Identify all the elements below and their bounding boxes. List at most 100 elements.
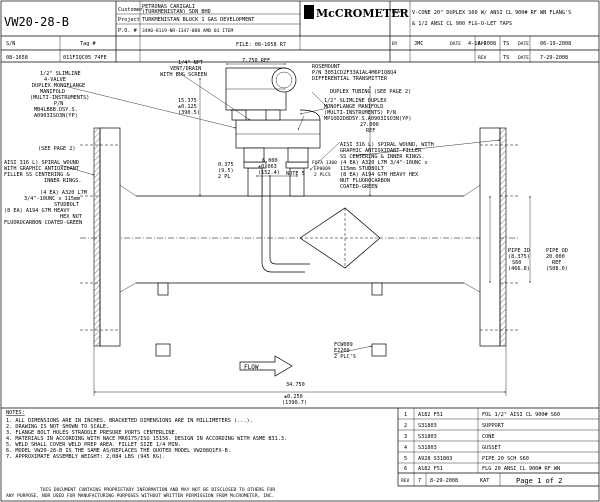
callout-line: AISI 316 L) SPIRAL WOUND, WITH <box>340 142 434 148</box>
project-name: TURKMENISTAN BLOCK 1 GAS DEVELOPMENT <box>142 17 254 23</box>
dim-text: (466.8) <box>508 266 530 272</box>
callout-line: FOTA 1300 <box>312 160 337 166</box>
callout-line: VENT/DRAIN <box>170 66 201 72</box>
dim-text: (508.0) <box>546 266 568 272</box>
callout-line: AISI 316 L) SPIRAL WOUND <box>4 160 79 166</box>
tag-value: 011FIQC05 74FE <box>63 55 107 61</box>
by-value: JMC <box>414 41 423 47</box>
callout-line: (MULTI-INSTRUMENTS) <box>30 95 89 101</box>
customer-line1: PETRONAS CARIGALI <box>142 4 195 10</box>
logo-mark <box>304 5 314 19</box>
note-item: 4. MATERIALS IN ACCORDING WITH NACE MR01… <box>6 436 287 442</box>
dim-text: 27.000 <box>360 122 379 128</box>
dim-text: PIPE ID <box>508 248 530 254</box>
sn-label: S/N <box>6 41 15 47</box>
callout-line: A0903ISO3N(YP) <box>34 113 78 119</box>
bottom-support-left <box>155 343 171 357</box>
rev-row-number: 7 <box>418 478 421 484</box>
callout-line: FILLER SS CENTERING & <box>4 172 70 178</box>
dim-text: ±0.250 <box>284 394 303 400</box>
bottom-boss-right <box>371 282 383 296</box>
callout-line: STUDBOLT <box>54 202 79 208</box>
tag-label: Tag # <box>80 41 96 47</box>
dim-text: PIPE OD <box>546 248 568 254</box>
desc-line1: V-CONE 20" DUPLEX S60 W/ ANSI CL 900# RF… <box>412 10 571 16</box>
app-label: APP <box>478 41 487 47</box>
dim-text: 20.000 <box>546 254 565 260</box>
dim-text: 34.750 <box>286 382 305 388</box>
footer-line: THIS DOCUMENT CONTAINS PROPRIETARY INFOR… <box>40 487 275 493</box>
callout-slimline-4valve: 1/2" SLIMLINE 4-VALVE DUPLEX MONOFLANGE … <box>30 71 89 119</box>
material-spec: A182 F51 <box>418 412 443 418</box>
app-date-value: 06-19-2008 <box>540 41 571 47</box>
callout-slimline-2valve: 1/2" SLIMLINE DUPLEX MONOFLANGE MANIFOLD… <box>324 98 411 122</box>
date-label: DATE <box>450 41 461 47</box>
dim-text: 15.375 <box>178 98 197 104</box>
callout-fota: FOTA 1300 EP8009 2 PLCS <box>312 160 337 178</box>
material-mark: 2 <box>404 423 407 429</box>
meter-assembly-drawing: FLOW <box>59 63 531 396</box>
dim-text: (9.5) <box>218 168 234 174</box>
note-item: 6. MODEL VW20-28-B IS THE SAME AS/REPLAC… <box>6 448 231 454</box>
proprietary-footer: THIS DOCUMENT CONTAINS PROPRIETARY INFOR… <box>6 487 275 499</box>
callout-line: 2 PLC'S <box>334 354 356 360</box>
dim-6000-text: 6.000 ±0.063 (152.4) <box>258 158 280 176</box>
callout-line: INNER RINGS. <box>44 178 81 184</box>
date-value: 4-16-2008 <box>468 41 496 47</box>
callout-line: MANIFOLD <box>40 89 65 95</box>
customer-label: Customer <box>118 7 143 13</box>
note-item: 3. FLANGE BOLT HOLES STRADDLE PRESURE PO… <box>6 430 178 436</box>
materials-table: 1 A182 F51 FOL 1/2" AISI CL 900# S60 2 S… <box>397 408 599 486</box>
callout-fcw: FCW009 E2209 2 PLC'S <box>334 342 356 360</box>
rev-label: REV <box>478 55 487 61</box>
revision-row: REV 7 8-29-2008 KAT Page 1 of 2 <box>398 473 599 487</box>
dim-text: S60 <box>512 260 521 266</box>
logo-text: McCROMETER <box>316 7 409 20</box>
dim-text: 6.000 <box>262 158 278 164</box>
callout-line: NUT FLUOROCARBON <box>340 178 390 184</box>
po-number: 3490-8119-NR-1347-088 AMD 01 ITEM <box>142 28 234 34</box>
material-desc: GUSSET <box>482 445 501 451</box>
callout-line: DIFFERENTIAL TRANSMITTER <box>312 76 388 82</box>
project-label: Project <box>118 17 140 23</box>
callout-vent-drain: 1/4" NPT VENT/DRAIN WITH BUG SCREEN <box>160 60 207 78</box>
callout-line: FCW009 <box>334 342 353 348</box>
right-gasket <box>499 127 507 347</box>
material-mark: 1 <box>404 412 407 418</box>
rev-date-label: DATE <box>518 55 529 61</box>
rev-row-by: KAT <box>480 478 489 484</box>
material-mark: 4 <box>404 445 407 451</box>
po-label: P.O. # <box>118 28 138 34</box>
callout-line: ROSEMOUNT <box>312 64 340 70</box>
callout-line: P/N <box>54 101 63 107</box>
dim-7750-text: 7.750 REF <box>242 58 270 64</box>
left-gasket <box>93 127 101 347</box>
callout-line: 1/2" SLIMLINE <box>40 71 81 77</box>
material-desc: CONE <box>482 434 495 440</box>
dim-text: REF <box>552 260 561 266</box>
left-flange <box>99 127 121 347</box>
material-desc: FLG 20 ANSI CL 900# RF WN <box>482 466 560 472</box>
customer-line2: (TURKMENISTAN) SDN BHD <box>142 9 211 15</box>
desc-label: DESC <box>392 9 403 15</box>
callout-line: GRAPHIC ANTIOXIDANT FILLER <box>340 148 422 154</box>
callout-line: (8 EA) A194 G7M HEAVY HEX <box>340 172 419 178</box>
note-item: 1. ALL DIMENSIONS ARE IN INCHES. BRACKET… <box>6 418 253 424</box>
note-item: 7. APPROXIMATE ASSEMBLY WEIGHT: 2,084 LB… <box>6 454 165 460</box>
callout-line: (4 EA) A320 L7M 3/4"-10UNC x <box>340 160 427 166</box>
dim-text: REF <box>366 128 375 134</box>
dim-text: (152.4) <box>258 170 280 176</box>
dim-text: ±0.125 <box>178 104 197 110</box>
flow-label: FLOW <box>244 364 259 371</box>
dim-15375-text: 15.375 ±0.125 (390.5) <box>178 98 200 116</box>
material-mark: 3 <box>404 434 407 440</box>
desc-line2: & 1/2 ANSI CL 900 FLG-O-LET TAPS <box>412 21 512 27</box>
by-label: BY <box>392 41 398 47</box>
dim-text: (1390.7) <box>282 400 307 406</box>
callout-line: (8 EA) A194 G7M HEAVY <box>4 208 70 214</box>
callout-transmitter: ROSEMOUNT P/N 3051CD2F33A1AL4M6P1Q8Q4 DI… <box>312 64 396 82</box>
gasket-left-see-page2: (SEE PAGE 2) <box>38 146 75 152</box>
dim-pipe-od-text: PIPE OD 20.000 REF (508.0) <box>546 248 568 272</box>
callout-line: 2 PLCS <box>314 172 331 178</box>
